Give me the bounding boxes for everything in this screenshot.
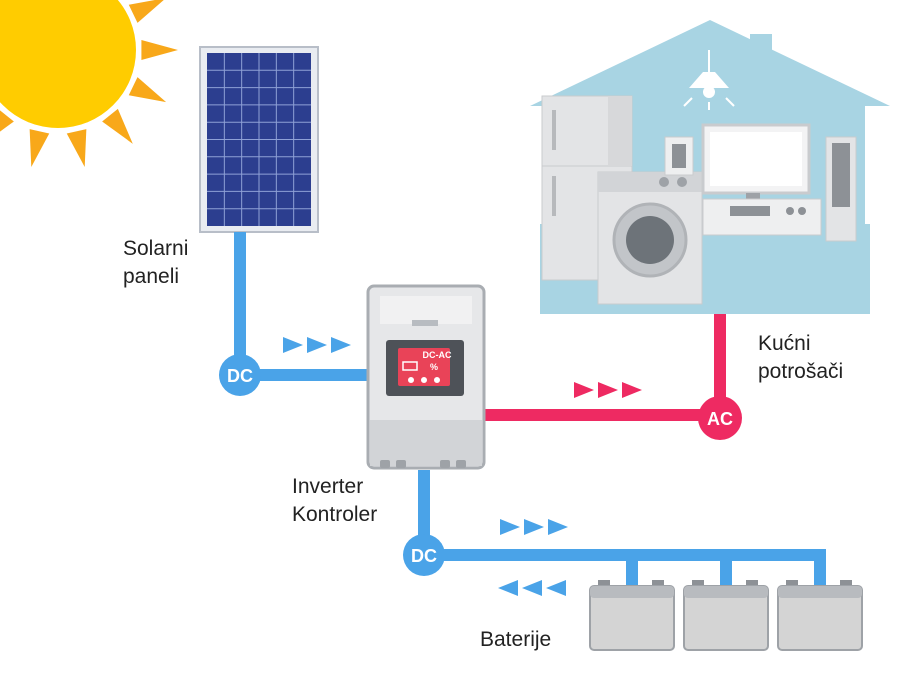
dc-line-battery xyxy=(418,470,826,586)
lamp-icon xyxy=(683,50,735,110)
washing-machine-icon xyxy=(597,171,703,305)
sun-ray xyxy=(128,77,167,103)
dc-badge-solar: DC xyxy=(219,354,261,396)
dc-line-solar xyxy=(234,232,368,381)
flow-arrow-icon xyxy=(498,580,518,596)
flow-arrows-charge xyxy=(500,519,568,535)
stereo-icon xyxy=(702,198,822,236)
sun-ray xyxy=(29,129,50,167)
label-solar-panels: Solarni paneli xyxy=(123,237,189,288)
flow-arrow-icon xyxy=(524,519,544,535)
tv-icon xyxy=(701,123,811,199)
flow-arrow-icon xyxy=(622,382,642,398)
sun-ray xyxy=(128,0,164,23)
flow-arrow-icon xyxy=(283,337,303,353)
svg-text:DC: DC xyxy=(411,546,437,566)
sun-ray xyxy=(102,108,133,144)
flow-arrow-icon xyxy=(546,580,566,596)
svg-text:AC: AC xyxy=(707,409,733,429)
flow-arrow-icon xyxy=(598,382,618,398)
sun-ray xyxy=(0,110,14,132)
flow-arrow-icon xyxy=(548,519,568,535)
sun-ray xyxy=(66,129,87,167)
battery-icon xyxy=(683,580,769,651)
battery-icon xyxy=(589,580,675,651)
speaker-icon xyxy=(825,136,857,242)
svg-text:DC: DC xyxy=(227,366,253,386)
house-icon xyxy=(530,20,890,314)
label-batteries: Baterije xyxy=(480,628,552,651)
battery-icon xyxy=(777,580,863,651)
flow-arrow-icon xyxy=(331,337,351,353)
dc-badge-battery: DC xyxy=(403,534,445,576)
inverter-mode-label: DC-AC xyxy=(423,350,452,360)
inverter-indicator: % xyxy=(430,362,438,372)
solar-panel-icon xyxy=(199,46,319,233)
sun-icon xyxy=(0,0,178,167)
flow-arrows-discharge xyxy=(498,580,566,596)
flow-arrow-icon xyxy=(307,337,327,353)
ac-line-output xyxy=(480,314,726,421)
label-inverter: Inverter Kontroler xyxy=(292,475,378,526)
flow-arrows-ac xyxy=(574,382,642,398)
flow-arrow-icon xyxy=(574,382,594,398)
sun-ray xyxy=(141,39,178,61)
flow-arrow-icon xyxy=(522,580,542,596)
flow-arrow-icon xyxy=(500,519,520,535)
flow-arrows-solar xyxy=(283,337,351,353)
inverter-icon: DC-AC % xyxy=(366,284,486,470)
label-household-loads: Kućni potrošači xyxy=(758,332,844,383)
ac-badge-output: AC xyxy=(698,396,742,440)
